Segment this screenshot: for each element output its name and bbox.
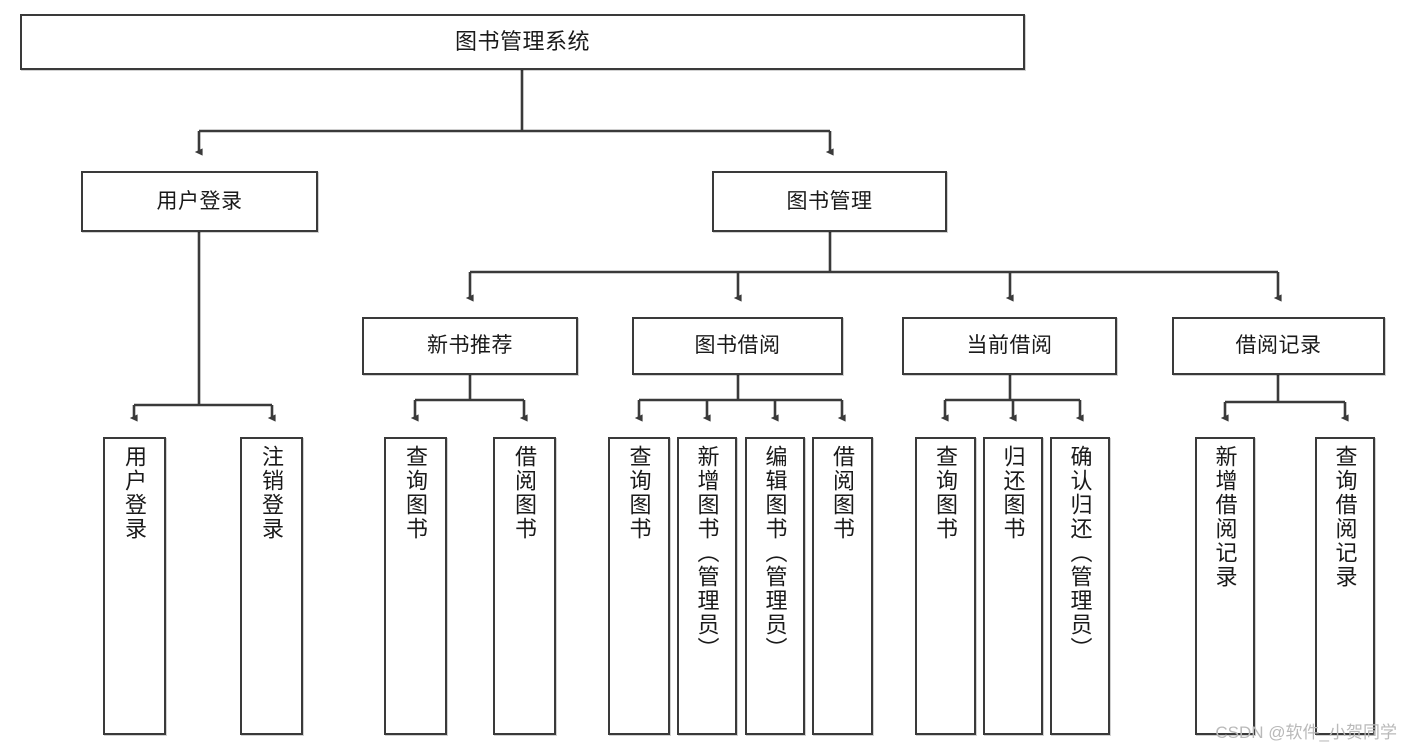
node-label: 当前借阅 <box>966 334 1053 358</box>
node-label: 借阅记录 <box>1235 334 1322 358</box>
node-label: 查询图书 <box>403 445 429 541</box>
leaf-borrow-record-add[interactable]: 新增借阅记录 <box>1195 437 1255 735</box>
node-root-system[interactable]: 图书管理系统 <box>20 14 1025 70</box>
node-label: 注销登录 <box>259 445 285 541</box>
node-label: 用户登录 <box>156 189 243 213</box>
leaf-current-borrow-return[interactable]: 归还图书 <box>983 437 1043 735</box>
node-label: 确认归还（管理员） <box>1067 445 1093 661</box>
leaf-user-login-logout[interactable]: 注销登录 <box>240 437 303 735</box>
leaf-current-borrow-confirm[interactable]: 确认归还（管理员） <box>1050 437 1110 735</box>
node-label: 图书借阅 <box>694 334 781 358</box>
node-book-borrow[interactable]: 图书借阅 <box>632 317 843 375</box>
leaf-current-borrow-query[interactable]: 查询图书 <box>915 437 976 735</box>
node-label: 编辑图书（管理员） <box>762 445 788 661</box>
leaf-new-book-borrow[interactable]: 借阅图书 <box>493 437 556 735</box>
leaf-book-borrow-edit[interactable]: 编辑图书（管理员） <box>745 437 805 735</box>
leaf-borrow-record-query[interactable]: 查询借阅记录 <box>1315 437 1375 735</box>
node-label: 查询借阅记录 <box>1332 445 1358 589</box>
leaf-book-borrow-query[interactable]: 查询图书 <box>608 437 670 735</box>
watermark-text: CSDN @软件_小贺同学 <box>1215 723 1397 742</box>
node-current-borrow[interactable]: 当前借阅 <box>902 317 1117 375</box>
node-borrow-record[interactable]: 借阅记录 <box>1172 317 1385 375</box>
node-label: 借阅图书 <box>512 445 538 541</box>
leaf-book-borrow-add[interactable]: 新增图书（管理员） <box>677 437 737 735</box>
leaf-user-login-login[interactable]: 用户登录 <box>103 437 166 735</box>
node-label: 新增图书（管理员） <box>694 445 720 661</box>
node-label: 借阅图书 <box>830 445 856 541</box>
node-user-login[interactable]: 用户登录 <box>81 171 318 232</box>
node-book-management[interactable]: 图书管理 <box>712 171 947 232</box>
node-label: 新书推荐 <box>427 334 513 358</box>
node-new-book-recommend[interactable]: 新书推荐 <box>362 317 578 375</box>
node-label: 归还图书 <box>1000 445 1026 541</box>
node-label: 查询图书 <box>626 445 652 541</box>
node-label: 新增借阅记录 <box>1212 445 1238 589</box>
leaf-new-book-query[interactable]: 查询图书 <box>384 437 447 735</box>
node-label: 图书管理 <box>786 189 873 213</box>
node-label: 图书管理系统 <box>454 28 590 54</box>
node-label: 用户登录 <box>122 445 148 541</box>
leaf-book-borrow-borrow[interactable]: 借阅图书 <box>812 437 873 735</box>
node-label: 查询图书 <box>933 445 959 541</box>
